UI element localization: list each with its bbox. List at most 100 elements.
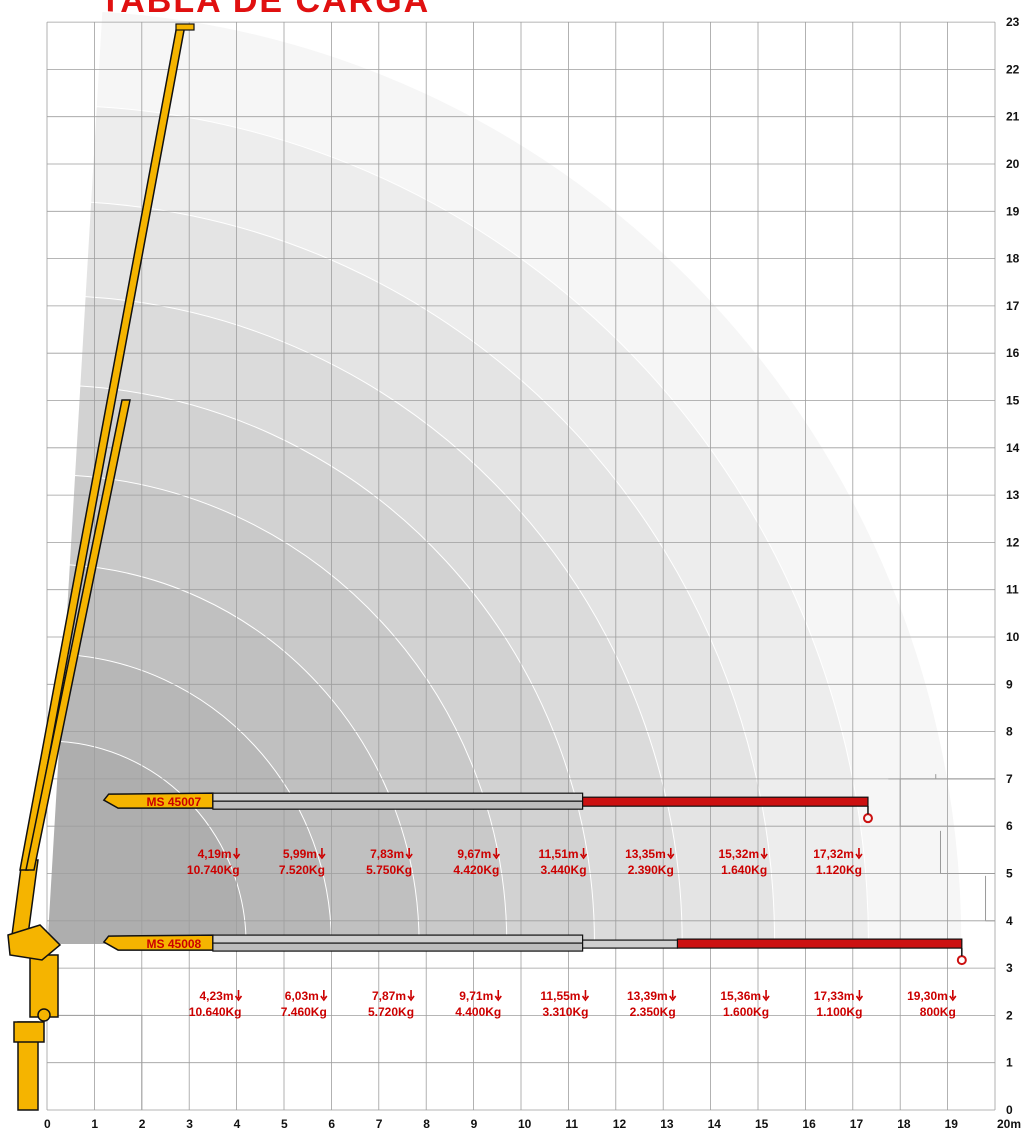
load-label: 4.420Kg: [453, 863, 499, 877]
y-tick-label: 20: [1006, 157, 1020, 171]
reach-label: 15,32m: [718, 847, 759, 861]
steel-section: [212, 792, 584, 802]
y-tick-label: 7: [1006, 772, 1013, 786]
arrow-down-icon: [669, 990, 677, 1002]
reach-label: 9,67m: [457, 847, 491, 861]
crane-drawing: MS 45007 MS 45008: [7, 23, 967, 1111]
reach-label: 4,19m: [198, 847, 232, 861]
x-tick-label: 6: [328, 1117, 335, 1131]
reach-label: 4,23m: [199, 989, 233, 1003]
reach-label: 5,99m: [283, 847, 317, 861]
steel-section: [212, 942, 584, 952]
y-tick-label: 11: [1006, 583, 1019, 597]
x-tick-label: 3: [186, 1117, 193, 1131]
reach-label: 17,32m: [813, 847, 854, 861]
arrow-down-icon: [234, 990, 243, 1002]
hook-icon: [956, 955, 967, 966]
x-tick-label: 15: [755, 1117, 769, 1131]
y-tick-label: 13: [1006, 488, 1020, 502]
load-label: 5.750Kg: [366, 863, 412, 877]
y-tick-label: 4: [1006, 914, 1013, 928]
y-tick-label: 10: [1006, 630, 1020, 644]
steel-section: [582, 939, 679, 949]
reach-label: 7,87m: [372, 989, 406, 1003]
arrow-down-icon: [855, 848, 863, 860]
x-tick-label: 20m: [997, 1117, 1021, 1131]
reach-label: 19,30m: [907, 989, 948, 1003]
horizontal-boom-ms45007: MS 45007: [102, 792, 873, 824]
x-tick-label: 8: [423, 1117, 430, 1131]
y-tick-label: 5: [1006, 867, 1013, 881]
arrow-down-icon: [232, 848, 241, 860]
steel-section: [212, 800, 584, 810]
x-tick-label: 7: [376, 1117, 383, 1131]
x-tick-label: 11: [565, 1117, 578, 1131]
reach-label: 17,33m: [814, 989, 855, 1003]
x-tick-label: 19: [945, 1117, 959, 1131]
load-label: 1.600Kg: [723, 1005, 769, 1019]
x-tick-label: 18: [897, 1117, 911, 1131]
main-boom: [11, 859, 39, 936]
x-tick-label: 0: [44, 1117, 51, 1131]
boom-head: [102, 792, 214, 809]
reach-label: 13,39m: [627, 989, 668, 1003]
reach-label: 9,71m: [459, 989, 493, 1003]
load-label: 3.440Kg: [541, 863, 587, 877]
x-tick-label: 1: [91, 1117, 98, 1131]
y-tick-label: 21: [1006, 110, 1020, 124]
y-tick-label: 19: [1006, 204, 1020, 218]
load-label: 1.640Kg: [721, 863, 767, 877]
arrow-down-icon: [579, 848, 588, 860]
y-tick-label: 8: [1006, 725, 1013, 739]
reach-label: 7,83m: [370, 847, 404, 861]
load-label: 1.120Kg: [816, 863, 862, 877]
y-tick-label: 22: [1006, 62, 1020, 76]
knuckle-joint: [7, 924, 62, 961]
x-tick-label: 2: [139, 1117, 146, 1131]
arrow-down-icon: [949, 990, 957, 1002]
x-tick-label: 17: [850, 1117, 864, 1131]
model-name: MS 45007: [147, 795, 202, 809]
x-tick-label: 14: [708, 1117, 722, 1131]
arrow-down-icon: [494, 990, 502, 1002]
load-label: 7.460Kg: [281, 1005, 327, 1019]
load-label: 10.740Kg: [187, 863, 240, 877]
load-label: 2.390Kg: [628, 863, 674, 877]
y-tick-label: 14: [1006, 441, 1020, 455]
load-label: 1.100Kg: [816, 1005, 862, 1019]
boom-head: [102, 934, 214, 951]
y-tick-label: 23: [1006, 15, 1020, 29]
arrow-down-icon: [760, 848, 768, 860]
y-tick-label: 2: [1006, 1008, 1013, 1022]
arrow-down-icon: [855, 990, 864, 1002]
x-tick-label: 13: [660, 1117, 674, 1131]
y-tick-label: 18: [1006, 252, 1020, 266]
load-label: 800Kg: [920, 1005, 956, 1019]
y-tick-label: 17: [1006, 299, 1020, 313]
x-tick-label: 10: [518, 1117, 532, 1131]
model-name: MS 45008: [147, 937, 202, 951]
arrow-down-icon: [318, 848, 326, 860]
vertical-boom-section: [25, 399, 131, 871]
load-label: 2.350Kg: [630, 1005, 676, 1019]
y-tick-label: 9: [1006, 677, 1013, 691]
x-tick-label: 5: [281, 1117, 288, 1131]
arrow-down-icon: [405, 848, 413, 860]
x-tick-label: 9: [471, 1117, 478, 1131]
red-extension: [582, 796, 869, 807]
crane-pivot: [37, 1008, 51, 1022]
load-label: 5.720Kg: [368, 1005, 414, 1019]
reach-label: 13,35m: [625, 847, 666, 861]
horizontal-boom-ms45008: MS 45008: [102, 934, 967, 966]
x-tick-label: 12: [613, 1117, 627, 1131]
y-tick-label: 12: [1006, 535, 1020, 549]
arrow-down-icon: [407, 990, 415, 1002]
y-tick-label: 15: [1006, 394, 1020, 408]
y-tick-label: 3: [1006, 961, 1013, 975]
reach-label: 11,51m: [539, 847, 579, 861]
load-labels: 4,19m10.740Kg5,99m7.520Kg7,83m5.750Kg9,6…: [187, 847, 957, 1019]
load-label: 4.400Kg: [455, 1005, 501, 1019]
red-extension: [676, 938, 963, 949]
crane-base: [13, 1021, 45, 1043]
y-tick-label: 16: [1006, 346, 1020, 360]
